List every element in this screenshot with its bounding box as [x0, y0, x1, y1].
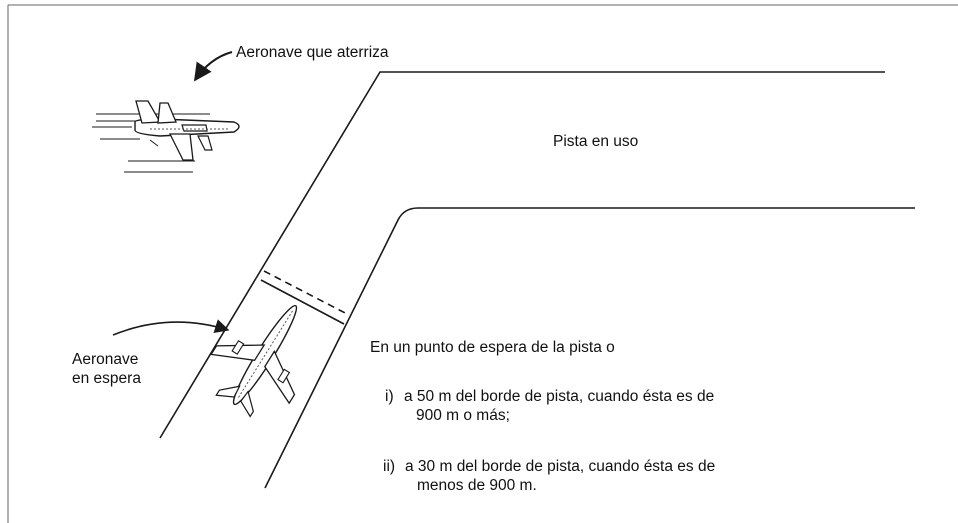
- holding-point-intro: En un punto de espera de la pista o: [370, 339, 615, 356]
- holding-aircraft-label-line1: Aeronave: [72, 351, 139, 368]
- item-i-line1: a 50 m del borde de pista, cuando ésta e…: [404, 388, 715, 405]
- runway-edge-lower: [264, 207, 915, 489]
- item-ii-line1: a 30 m del borde de pista, cuando ésta e…: [405, 458, 716, 475]
- item-i-marker: i): [385, 388, 394, 405]
- holding-aircraft-arrow: [112, 319, 230, 336]
- runway-in-use-label: Pista en uso: [553, 133, 639, 150]
- landing-aircraft-label: Aeronave que aterriza: [236, 44, 389, 61]
- landing-aircraft-arrow: [193, 51, 233, 82]
- item-ii-marker: ii): [383, 458, 396, 475]
- item-i-line2: 900 m o más;: [416, 407, 510, 424]
- airplane-top-view-icon: [210, 304, 298, 418]
- runway-edge-upper: [159, 71, 885, 439]
- airplane-side-view-icon: [92, 100, 240, 173]
- holding-aircraft-label-line2: en espera: [72, 370, 141, 387]
- item-ii-line2: menos de 900 m.: [417, 477, 537, 494]
- holding-line-dashed: [263, 270, 350, 316]
- holding-line-solid: [260, 279, 345, 325]
